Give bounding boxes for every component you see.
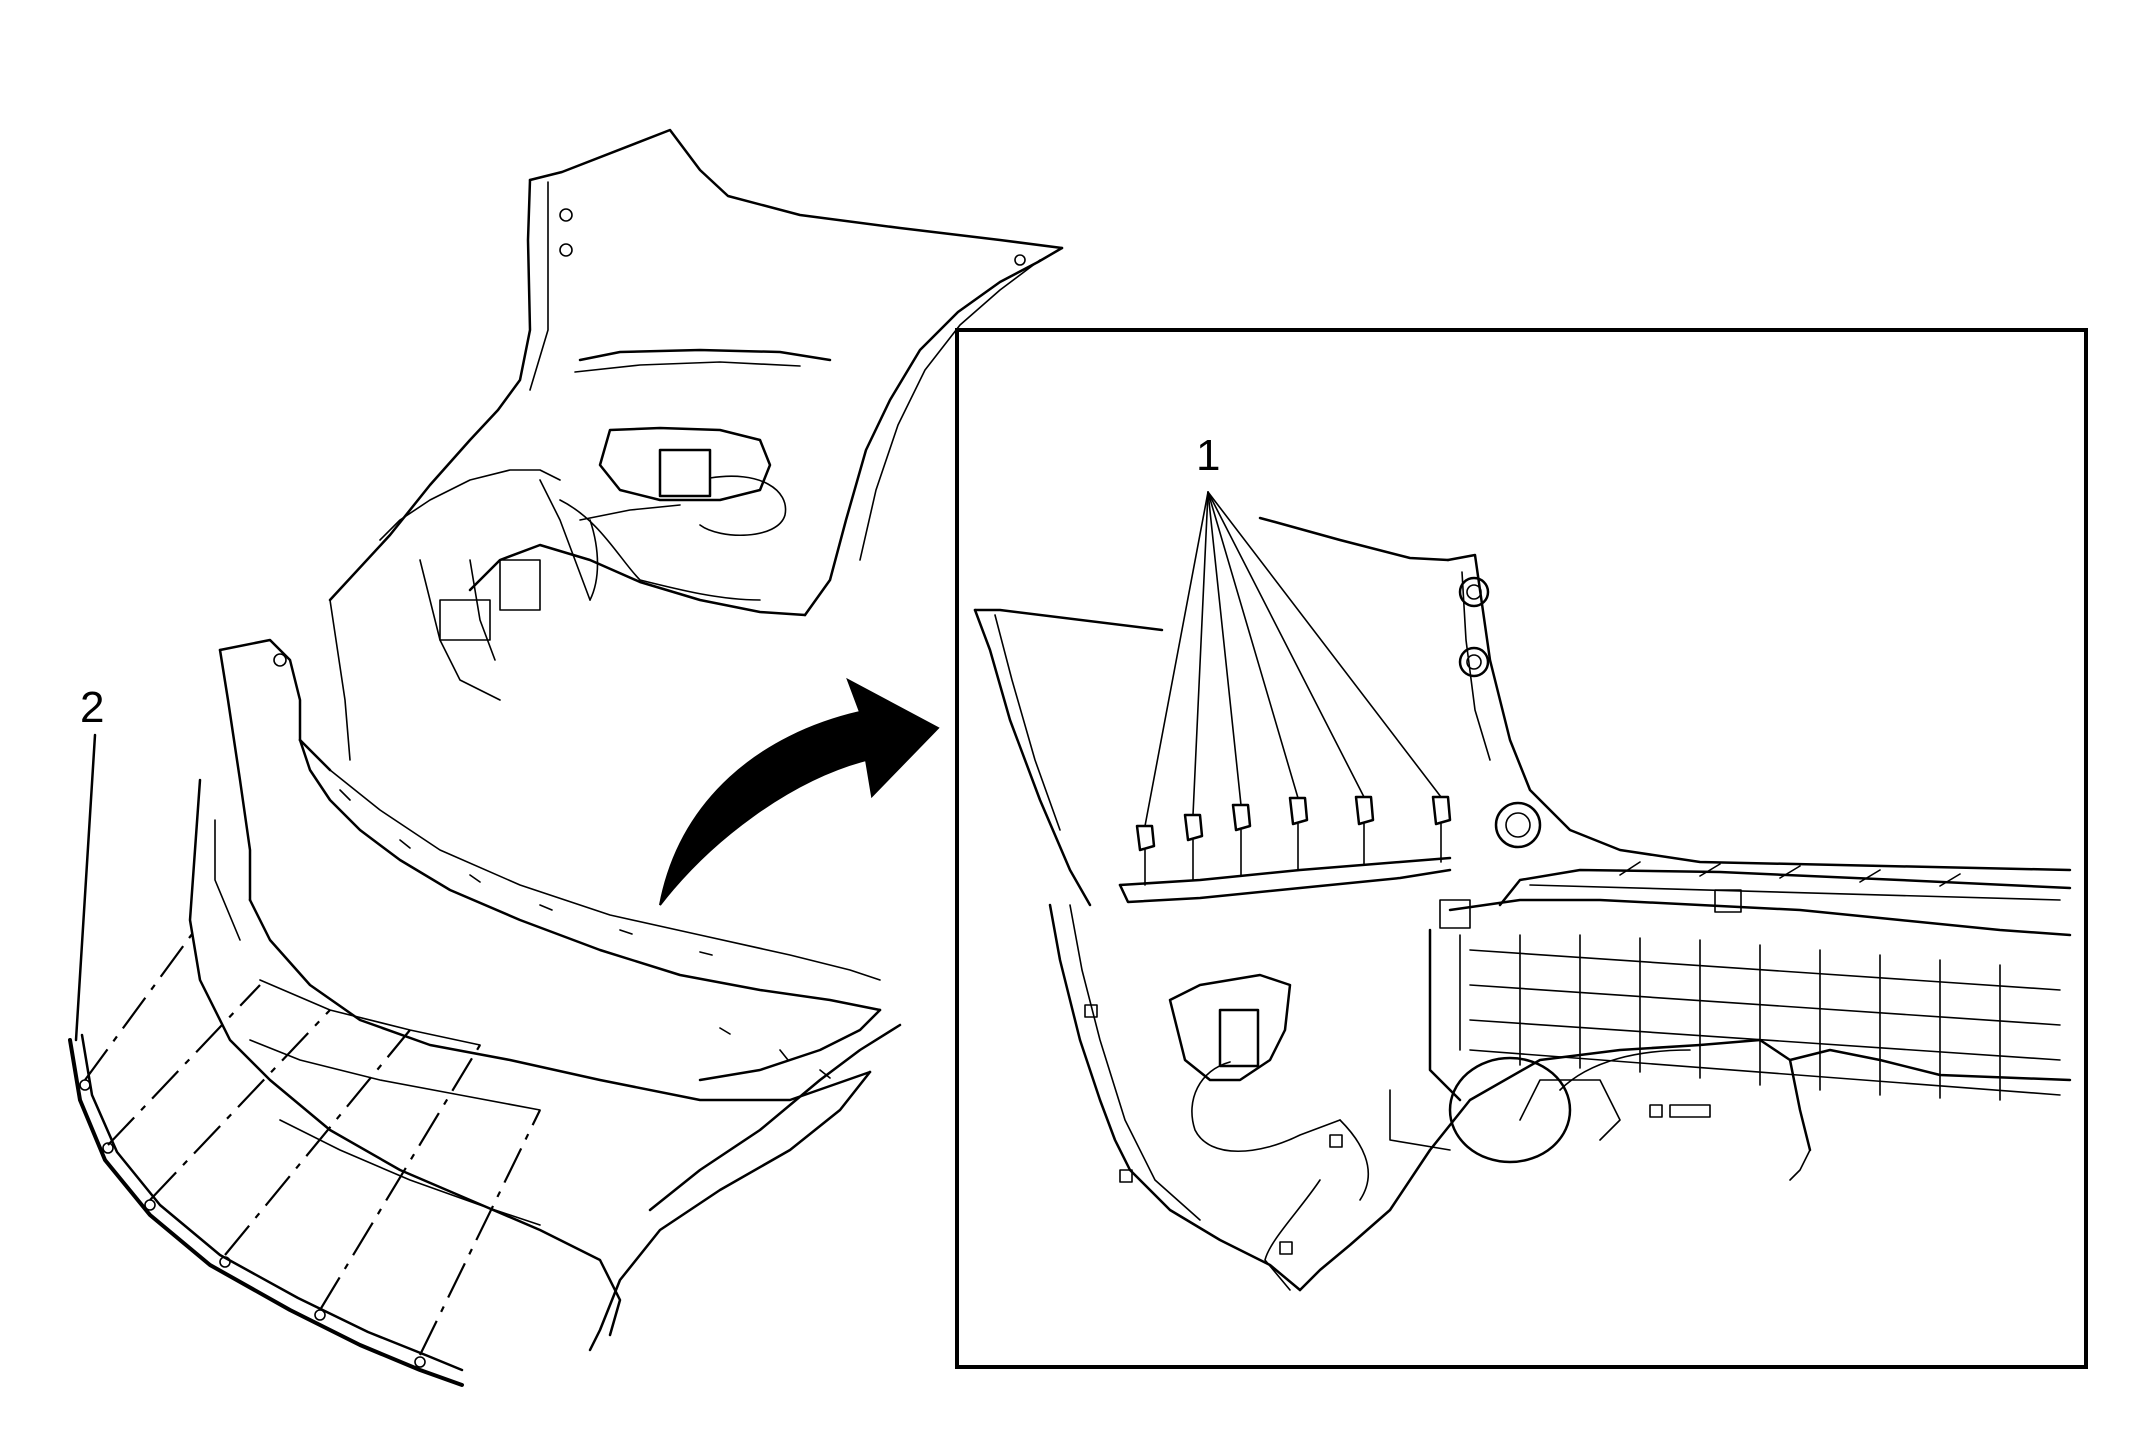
lower-bumper-molding xyxy=(68,1033,464,1387)
detail-inset: 1 xyxy=(955,328,2088,1369)
callout-2: 2 xyxy=(80,683,104,732)
leader-2 xyxy=(74,733,97,1042)
rear-bumper-fascia xyxy=(188,128,1064,1352)
alignment-lines xyxy=(84,929,541,1356)
retaining-clips xyxy=(1135,795,1452,886)
direction-arrow xyxy=(659,677,940,906)
leaders-1 xyxy=(1144,491,1442,827)
callout-1: 1 xyxy=(1196,431,1220,480)
